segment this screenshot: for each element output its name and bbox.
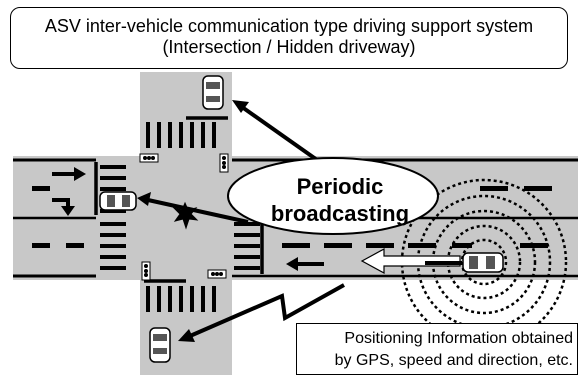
travel-direction-arrow (360, 247, 461, 275)
broadcast-bubble (227, 157, 439, 235)
crosswalk-east (234, 222, 260, 270)
info-line-2: by GPS, speed and direction, etc. (334, 352, 573, 369)
title-line-1: ASV inter-vehicle communication type dri… (44, 16, 534, 36)
broadcast-line-1: Periodic (296, 174, 384, 199)
traffic-signal-sw (141, 261, 151, 281)
broadcast-arrowheads (137, 100, 249, 342)
positioning-info-box: Positioning Information obtained by GPS,… (296, 323, 578, 375)
broadcast-line-2: broadcasting (270, 201, 410, 226)
car-broadcaster (462, 252, 504, 273)
title-box: ASV inter-vehicle communication type dri… (10, 7, 568, 69)
car-south (149, 327, 171, 363)
info-line-1: Positioning Information obtained (344, 330, 573, 347)
car-north (202, 75, 224, 110)
stop-lines (94, 116, 264, 283)
crosswalk-south (146, 286, 216, 312)
lane-dashes (32, 186, 552, 248)
broadcast-arrows (147, 105, 462, 338)
crosswalk-north (146, 122, 216, 148)
lane-arrow-westbound (286, 257, 324, 271)
title-line-2: (Intersection / Hidden driveway) (162, 37, 416, 57)
lane-arrow-right-turn (52, 198, 75, 216)
car-west (99, 191, 137, 211)
broadcast-label: Periodic broadcasting (240, 173, 440, 227)
traffic-signal-nw (139, 153, 159, 163)
traffic-signal-se (207, 269, 227, 279)
traffic-signal-ne (219, 153, 229, 173)
lane-arrow-straight (52, 167, 86, 181)
